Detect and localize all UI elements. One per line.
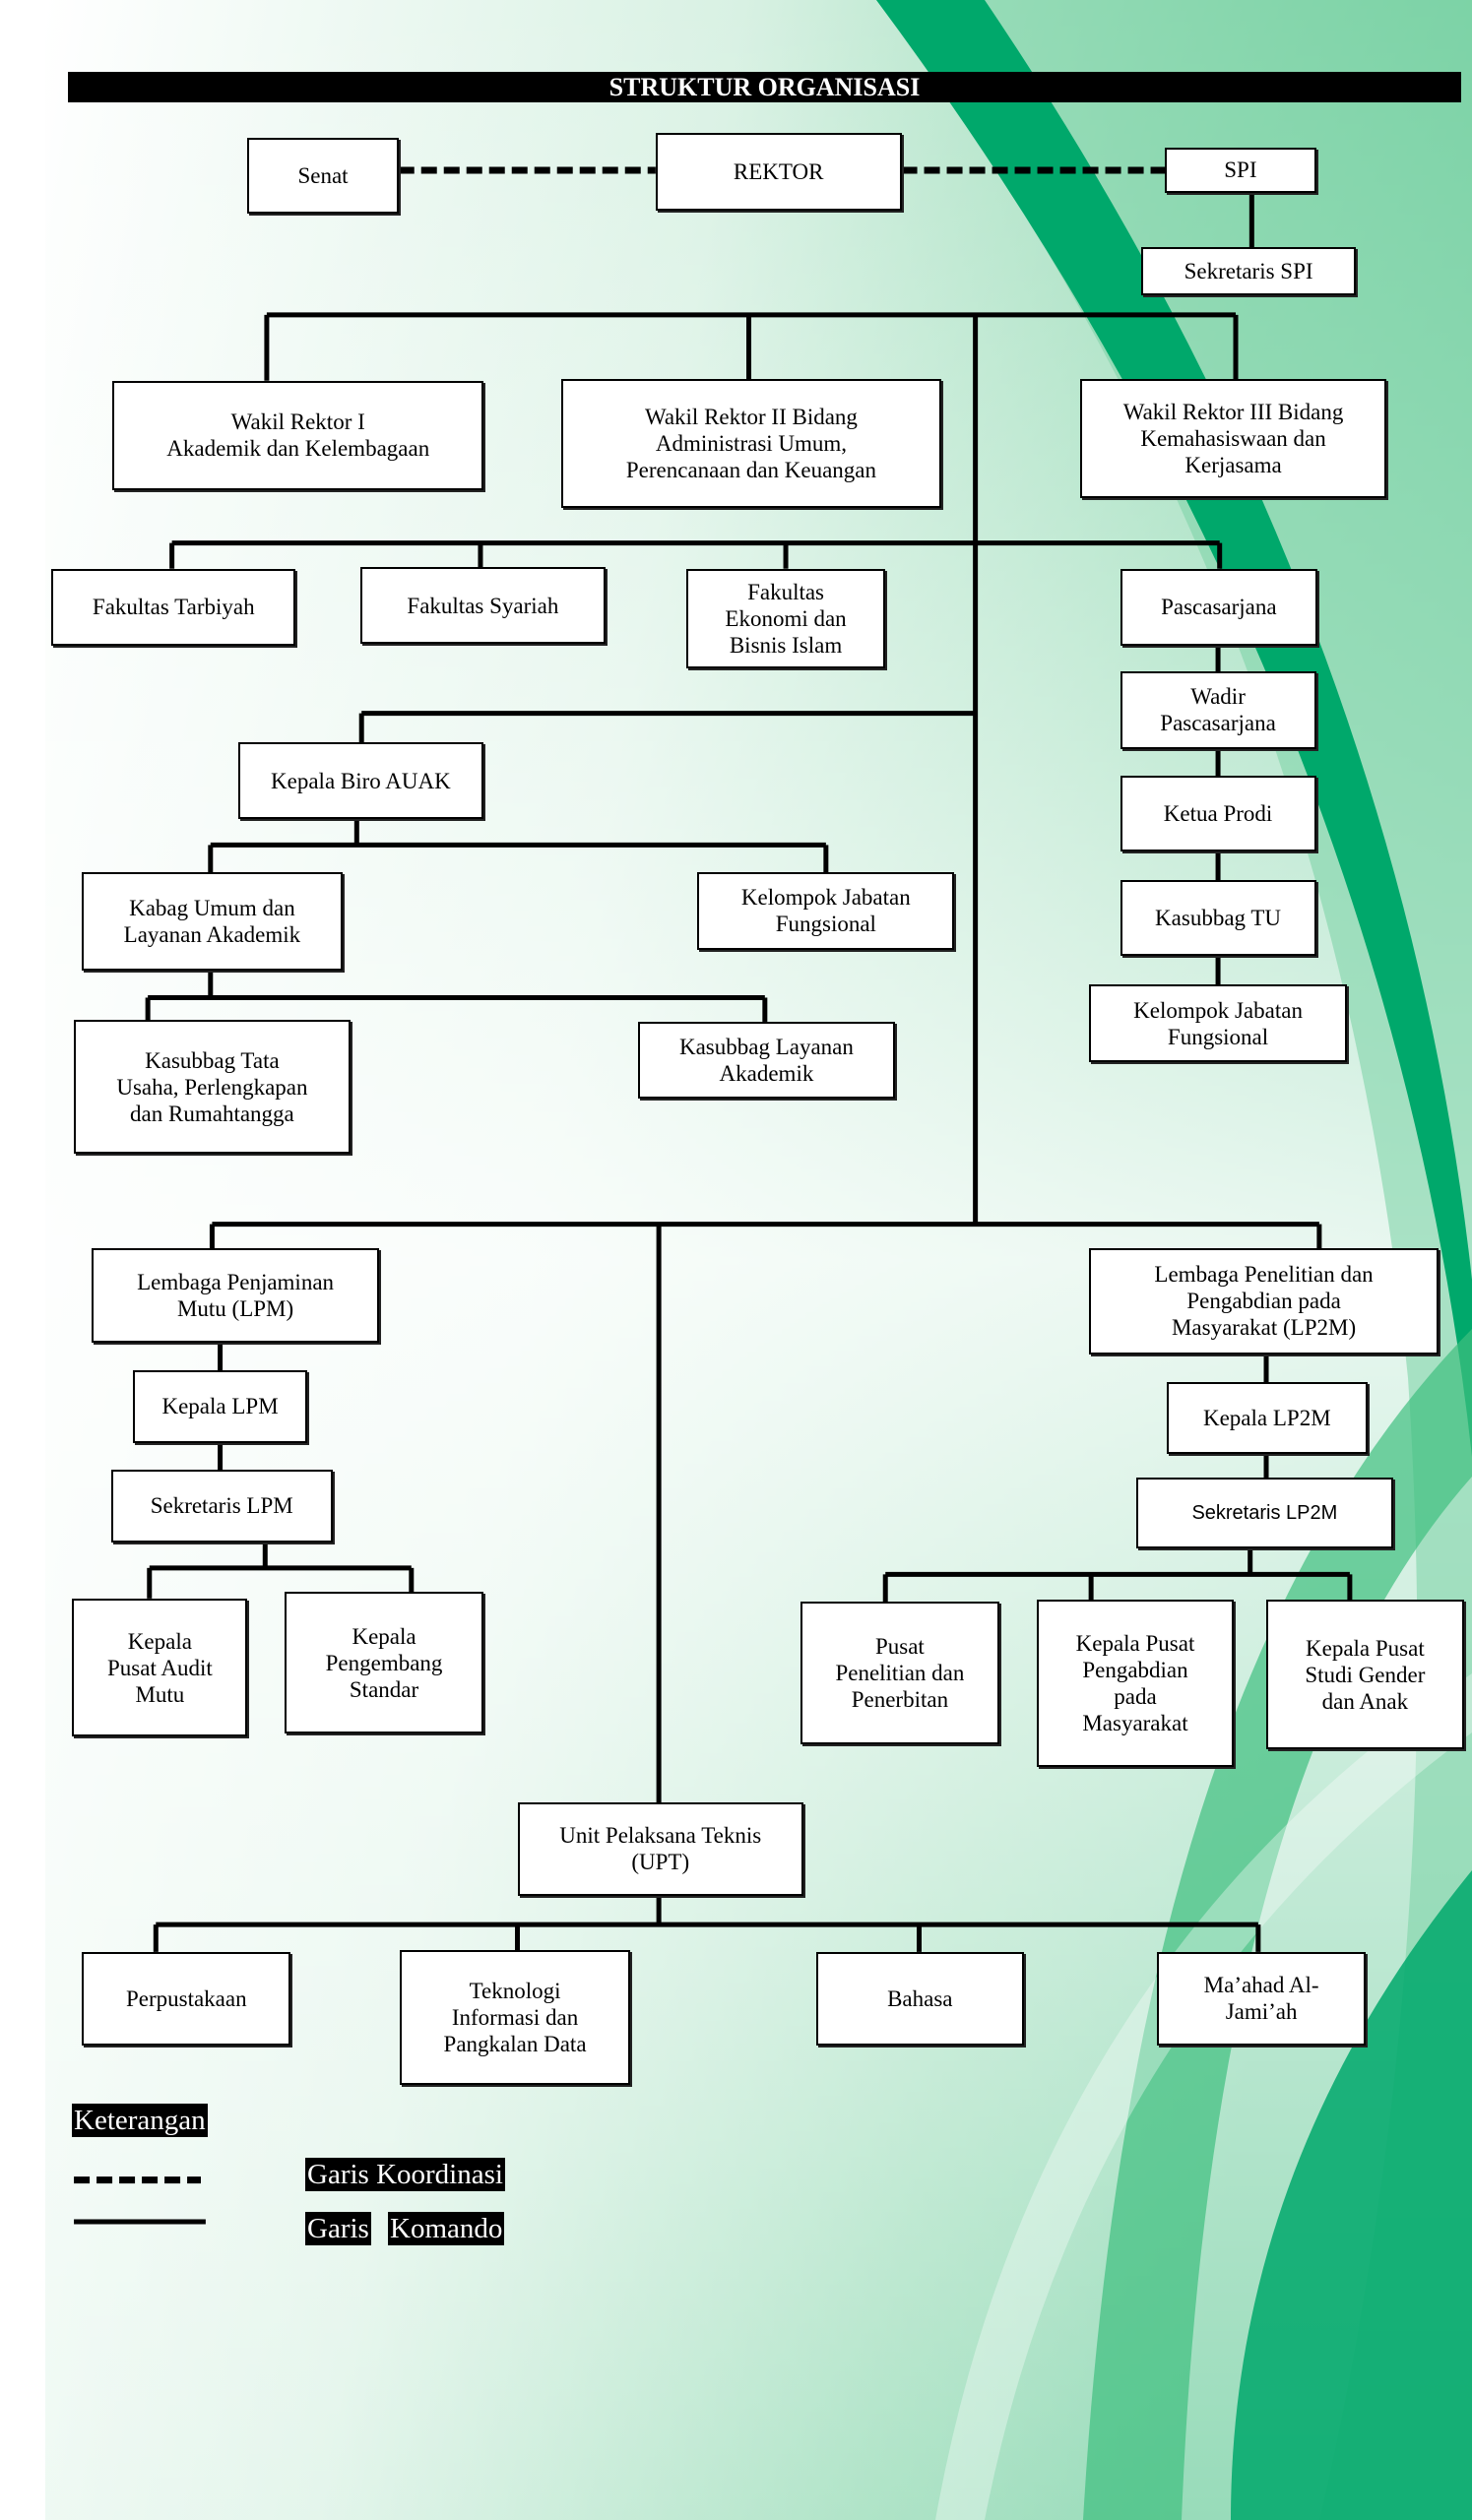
org-box-kaprodi: Ketua Prodi: [1120, 776, 1316, 851]
org-box-sek-lp2m: Sekretaris LP2M: [1135, 1478, 1393, 1549]
org-box-kasubbag-layanan: Kasubbag Layanan Akademik: [637, 1021, 895, 1100]
org-box-wr3: Wakil Rektor III Bidang Kemahasiswaan da…: [1079, 379, 1387, 498]
org-box-kasubbag-tata: Kasubbag Tata Usaha, Perlengkapan dan Ru…: [74, 1020, 351, 1154]
org-box-kepala-lp2m: Kepala LP2M: [1166, 1381, 1368, 1454]
org-box-audit: Kepala Pusat Audit Mutu: [72, 1598, 248, 1737]
org-box-wr2: Wakil Rektor II Bidang Administrasi Umum…: [560, 379, 942, 508]
org-box-rektor: REKTOR: [655, 133, 902, 211]
org-box-febi: Fakultas Ekonomi dan Bisnis Islam: [685, 568, 886, 668]
org-box-fak-syariah: Fakultas Syariah: [359, 567, 607, 645]
org-box-upt: Unit Pelaksana Teknis (UPT): [517, 1802, 803, 1896]
org-box-lpm: Lembaga Penjaminan Mutu (LPM): [92, 1248, 380, 1344]
org-box-spi: SPI: [1165, 148, 1316, 193]
org-box-sek-lpm: Sekretaris LPM: [110, 1470, 333, 1543]
org-box-gender: Kepala Pusat Studi Gender dan Anak: [1266, 1600, 1464, 1750]
org-box-ti: Teknologi Informasi dan Pangkalan Data: [400, 1950, 630, 2086]
org-box-kasubbag-tu: Kasubbag TU: [1120, 880, 1316, 957]
org-box-pengembang: Kepala Pengembang Standar: [284, 1592, 484, 1733]
org-box-sek-spi: Sekretaris SPI: [1140, 247, 1357, 296]
org-box-mahad: Ma’ahad Al- Jami’ah: [1157, 1951, 1367, 2046]
org-box-pasca: Pascasarjana: [1120, 568, 1318, 647]
org-box-kjf: Kelompok Jabatan Fungsional: [697, 872, 955, 950]
org-box-perpus: Perpustakaan: [82, 1951, 291, 2046]
org-box-lp2m: Lembaga Penelitian dan Pengabdian pada M…: [1089, 1248, 1439, 1354]
legend-title: Keterangan: [72, 2104, 208, 2137]
legend-dashed-label: Garis Koordinasi: [305, 2158, 505, 2191]
org-box-kabag: Kabag Umum dan Layanan Akademik: [82, 872, 343, 971]
org-box-kjf-pasca: Kelompok Jabatan Fungsional: [1089, 984, 1347, 1062]
org-box-pusat-pen: Pusat Penelitian dan Penerbitan: [800, 1602, 1000, 1745]
org-box-senat: Senat: [247, 138, 399, 215]
legend-solid-label-1: Garis: [305, 2212, 371, 2245]
page-title: STRUKTUR ORGANISASI: [68, 72, 1461, 102]
org-box-wr1: Wakil Rektor I Akademik dan Kelembagaan: [112, 380, 484, 490]
org-box-wadir: Wadir Pascasarjana: [1120, 671, 1316, 749]
org-box-kepala-lpm: Kepala LPM: [133, 1370, 307, 1443]
org-box-biro: Kepala Biro AUAK: [237, 741, 484, 820]
org-box-fak-tarbiyah: Fakultas Tarbiyah: [51, 568, 296, 647]
legend-solid-label-2: Komando: [388, 2212, 505, 2245]
org-box-pusat-peng: Kepala Pusat Pengabdian pada Masyarakat: [1036, 1600, 1235, 1768]
org-box-bahasa: Bahasa: [816, 1951, 1024, 2046]
